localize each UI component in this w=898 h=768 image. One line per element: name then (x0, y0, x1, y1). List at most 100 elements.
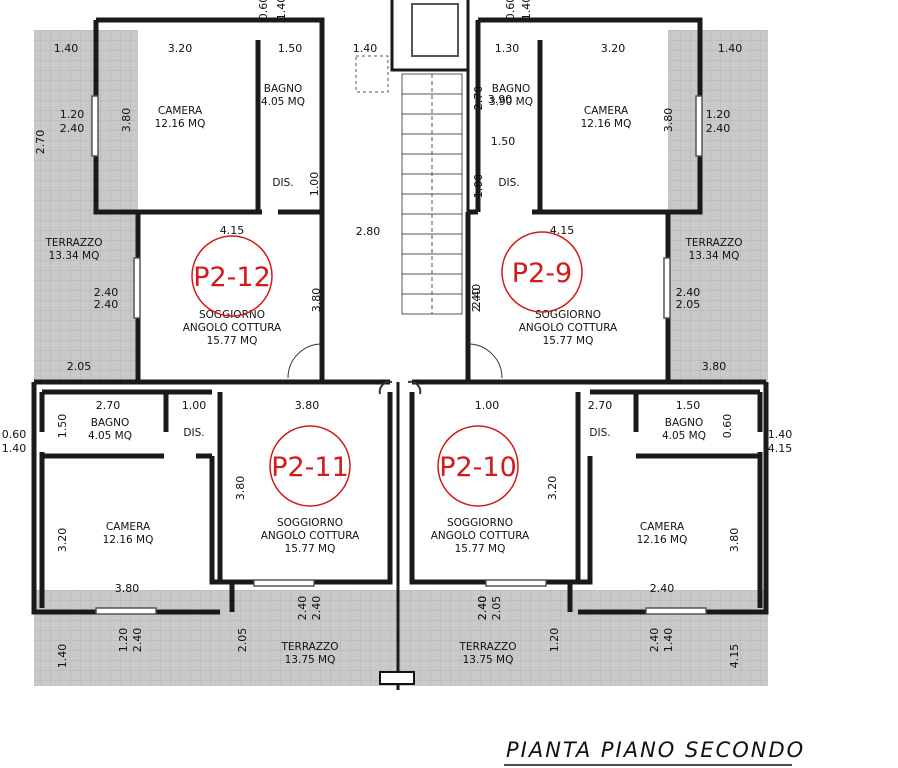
dimension-label: 2.40 (310, 596, 323, 621)
dimension-label: 3.80 (662, 108, 675, 133)
room-label-line: 4.05 MQ (261, 96, 305, 108)
dimension-label: 0.60 (504, 0, 517, 20)
dimension-label: 3.90 (488, 93, 513, 106)
dimension-label: 4.15 (220, 224, 245, 237)
dimension-label: 1.40 (2, 442, 27, 455)
dimension-label: 3.80 (310, 288, 323, 313)
room-label-line: 13.75 MQ (463, 654, 514, 666)
dimension-label: 2.40 (296, 596, 309, 621)
room-label-line: TERRAZZO (684, 237, 742, 249)
dimension-label: 3.80 (115, 582, 140, 595)
room-label-dis-nw: DIS. (272, 177, 293, 189)
dimension-label: 1.40 (275, 0, 288, 20)
dimension-label: 1.20 (117, 628, 130, 653)
dimension-label: 4.15 (768, 442, 793, 455)
unit-label: P2-10 (439, 452, 517, 483)
unit-label: P2-9 (512, 258, 572, 289)
room-label-line: 4.05 MQ (88, 430, 132, 442)
dimension-label: 0.60 (721, 414, 734, 439)
unit-marker: P2-9 (501, 231, 583, 313)
windows (91, 95, 707, 685)
room-label-dis-sw: DIS. (183, 427, 204, 439)
dimension-label: 2.40 (60, 122, 85, 135)
dimension-label: 0.60 (2, 428, 27, 441)
room-label-line: TERRAZZO (458, 641, 516, 653)
dimension-label: 1.40 (718, 42, 743, 55)
room-label-line: BAGNO (91, 417, 129, 429)
room-label-dis-ne: DIS. (498, 177, 519, 189)
room-label-line: 15.77 MQ (455, 543, 506, 555)
dimension-label: 1.00 (475, 399, 500, 412)
dimension-label: 2.70 (588, 399, 613, 412)
unit-circle (269, 425, 351, 507)
room-label-line: CAMERA (106, 521, 151, 533)
dimension-label: 1.20 (60, 108, 85, 121)
room-label-line: 3.90 MQ (489, 96, 533, 108)
dimension-label: 3.20 (168, 42, 193, 55)
dimension-label: 1.40 (54, 42, 79, 55)
room-label-line: BAGNO (665, 417, 703, 429)
dimension-label: 2.40 (131, 628, 144, 653)
room-label-line: SOGGIORNO (199, 309, 265, 321)
dimension-label: 1.40 (520, 0, 533, 20)
terraces (34, 30, 768, 686)
room-label-line: 12.16 MQ (637, 534, 688, 546)
unit-circle (191, 235, 273, 317)
dimension-label: 1.40 (768, 428, 793, 441)
dimension-label: 3.20 (56, 528, 69, 553)
room-label-line: 15.77 MQ (543, 335, 594, 347)
dimension-label: 2.05 (236, 628, 249, 653)
doors (287, 343, 503, 395)
dimension-label: 2.40 (470, 288, 483, 313)
dimension-label: 2.40 (476, 596, 489, 621)
dimension-label: 3.20 (546, 476, 559, 501)
room-label-line: DIS. (589, 427, 610, 439)
dimension-label: 2.40 (476, 596, 489, 621)
unit-circle (437, 425, 519, 507)
dimension-label: 1.00 (472, 174, 485, 199)
room-label-line: 12.16 MQ (103, 534, 154, 546)
room-label-line: DIS. (498, 177, 519, 189)
room-label-line: DIS. (183, 427, 204, 439)
dimension-label: 3.20 (601, 42, 626, 55)
dimension-label: 2.40 (470, 284, 483, 309)
dimension-label: 1.00 (308, 172, 321, 197)
terrace-south (34, 590, 768, 686)
dimension-label: 2.05 (490, 596, 503, 621)
dimension-label: 1.50 (676, 399, 701, 412)
room-label-line: 12.16 MQ (155, 118, 206, 130)
room-label-line: BAGNO (492, 83, 530, 95)
dimension-label: 1.50 (278, 42, 303, 55)
dimension-label: 2.40 (676, 286, 701, 299)
room-label-line: 15.77 MQ (285, 543, 336, 555)
unit-label: P2-11 (271, 452, 349, 483)
room-label-line: ANGOLO COTTURA (183, 322, 282, 334)
dimension-label: 2.80 (356, 225, 381, 238)
dimension-label: 2.05 (67, 360, 92, 373)
room-label-line: SOGGIORNO (447, 517, 513, 529)
drawing-title: PIANTA PIANO SECONDO (506, 738, 805, 762)
dimension-label: 1.30 (495, 42, 520, 55)
room-label-line: DIS. (272, 177, 293, 189)
unit-circle (501, 231, 583, 313)
room-label-line: CAMERA (640, 521, 685, 533)
room-label-line: 12.16 MQ (581, 118, 632, 130)
dimension-label: 0.60 (257, 0, 270, 20)
room-label-line: ANGOLO COTTURA (431, 530, 530, 542)
